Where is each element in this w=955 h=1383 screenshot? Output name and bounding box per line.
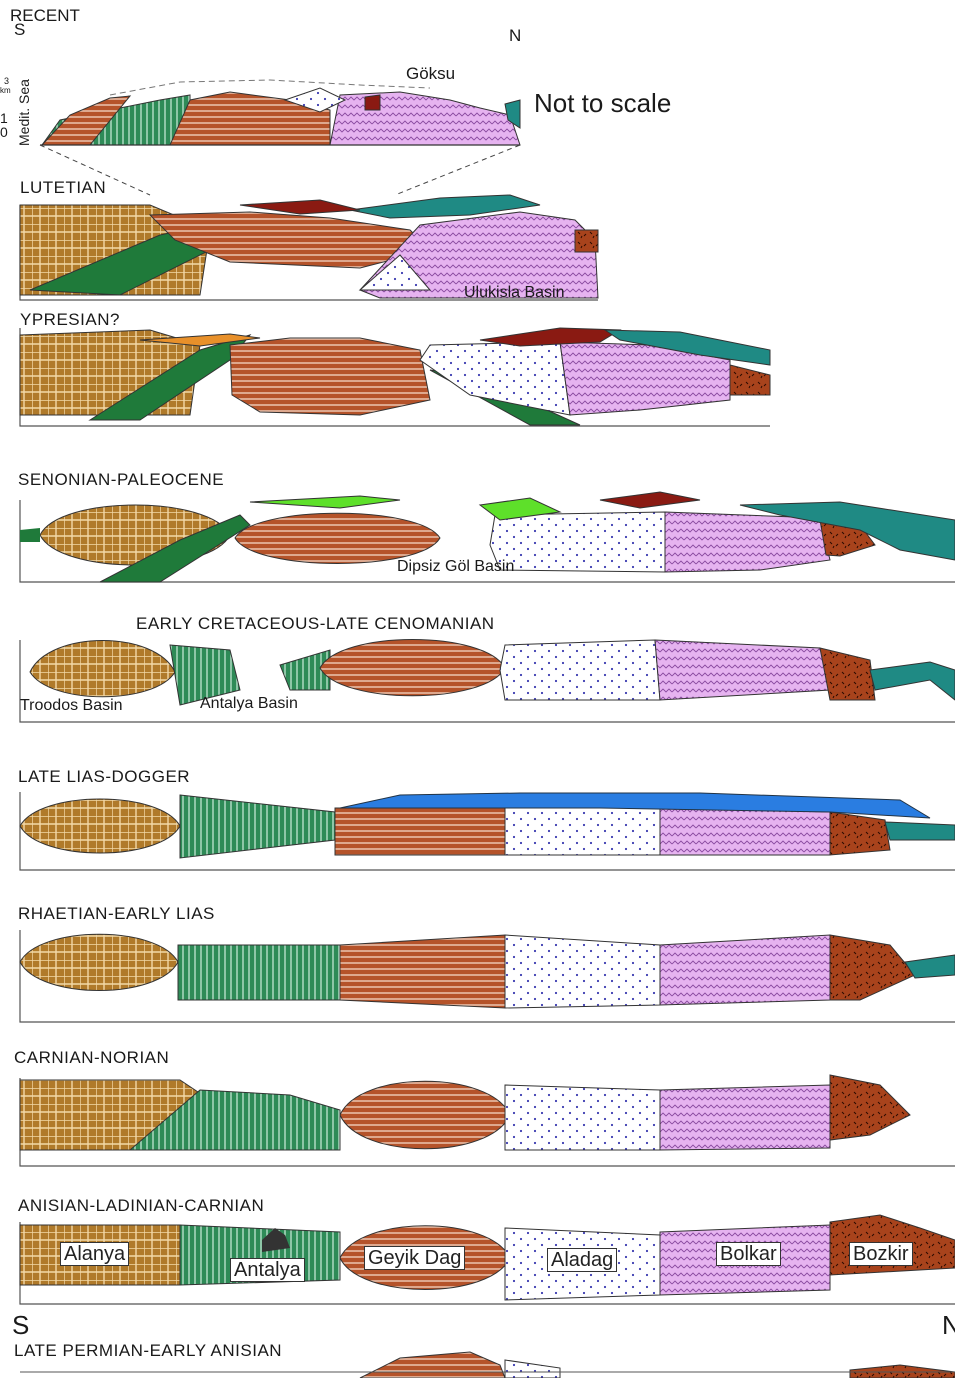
- scale-tick-0: 0: [0, 124, 8, 140]
- rhaetian-aladag: [505, 935, 660, 1008]
- period-carnian-norian: CARNIAN-NORIAN: [14, 1048, 169, 1068]
- senonian-red: [600, 492, 700, 508]
- rhaetian-bozkir: [830, 935, 915, 1000]
- terrane-label-alanya: Alanya: [60, 1242, 129, 1266]
- scale-tick-km: km: [0, 86, 11, 95]
- recent-bolkar-block: [330, 92, 520, 145]
- recent-south-label: S: [14, 20, 25, 40]
- rhaetian-bolkar: [660, 935, 830, 1005]
- period-rhaetian-early-lias: RHAETIAN-EARLY LIAS: [18, 904, 215, 924]
- period-late-permian-early-anisian: LATE PERMIAN-EARLY ANISIAN: [14, 1341, 282, 1361]
- period-lutetian: LUTETIAN: [20, 178, 106, 198]
- bottom-south-label: S: [12, 1310, 29, 1341]
- cretaceous-bozkir: [820, 648, 875, 700]
- troodos-basin-label: Troodos Basin: [20, 697, 123, 715]
- cretaceous-aladag: [500, 640, 660, 700]
- lias-dogger-alanya: [20, 799, 180, 853]
- permian-geyik: [360, 1352, 505, 1378]
- senonian-lime-1: [250, 496, 400, 508]
- permian-aladag: [505, 1360, 560, 1378]
- senonian-oceanic-left: [20, 528, 40, 542]
- rhaetian-ophiolite: [905, 955, 955, 978]
- cretaceous-geyik: [320, 640, 505, 696]
- cretaceous-ophiolite: [870, 662, 955, 700]
- senonian-bolkar: [665, 512, 830, 572]
- lias-dogger-bozkir: [830, 812, 890, 855]
- not-to-scale-note: Not to scale: [534, 88, 671, 119]
- carnian-bolkar: [660, 1085, 830, 1150]
- lutetian-red: [240, 200, 360, 214]
- period-ypresian: YPRESIAN?: [20, 310, 120, 330]
- senonian-aladag: [490, 512, 665, 572]
- rhaetian-geyik: [340, 935, 505, 1008]
- terrane-label-bozkir: Bozkir: [849, 1242, 913, 1266]
- senonian-geyik: [235, 513, 440, 563]
- antalya-basin-label: Antalya Basin: [200, 695, 298, 713]
- rhaetian-alanya: [20, 934, 178, 990]
- carnian-geyik: [340, 1081, 510, 1149]
- ypresian-geyik: [230, 338, 430, 415]
- cretaceous-alanya: [30, 641, 175, 697]
- carnian-aladag: [505, 1085, 660, 1150]
- ypresian-bozkir: [730, 365, 770, 395]
- period-late-lias-dogger: LATE LIAS-DOGGER: [18, 767, 190, 787]
- lias-dogger-antalya: [180, 795, 335, 858]
- lias-dogger-ophiolite: [885, 822, 955, 840]
- cretaceous-bolkar: [655, 640, 830, 700]
- terrane-label-aladag: Aladag: [547, 1248, 617, 1272]
- recent-zoom-lines: [40, 145, 520, 195]
- lias-dogger-bolkar: [660, 808, 830, 855]
- terrane-label-bolkar: Bolkar: [716, 1242, 781, 1266]
- recent-red-lens: [365, 95, 380, 110]
- period-senonian-paleocene: SENONIAN-PALEOCENE: [18, 470, 224, 490]
- period-early-cretaceous: EARLY CRETACEOUS-LATE CENOMANIAN: [136, 614, 495, 634]
- rhaetian-antalya: [178, 945, 340, 1000]
- scale-tick-3: 3: [4, 76, 9, 86]
- medit-sea-label: Medit. Sea: [16, 79, 32, 146]
- lias-dogger-geyik: [335, 808, 505, 855]
- lias-dogger-aladag: [505, 808, 660, 855]
- goksu-label: Göksu: [406, 64, 455, 84]
- carnian-bozkir: [830, 1075, 910, 1140]
- ulukisla-basin-label: Ulukisla Basin: [464, 284, 564, 302]
- recent-north-label: N: [509, 26, 521, 46]
- dipsiz-gol-basin-label: Dipsiz Göl Basin: [397, 558, 514, 576]
- terrane-label-antalya: Antalya: [230, 1258, 305, 1282]
- lutetian-bozkir: [575, 230, 598, 252]
- tectonic-panels: [20, 80, 955, 1378]
- terrane-label-geyik-dag: Geyik Dag: [364, 1246, 465, 1270]
- period-anisian-ladinian-carnian: ANISIAN-LADINIAN-CARNIAN: [18, 1196, 264, 1216]
- bottom-north-label: N: [942, 1310, 955, 1341]
